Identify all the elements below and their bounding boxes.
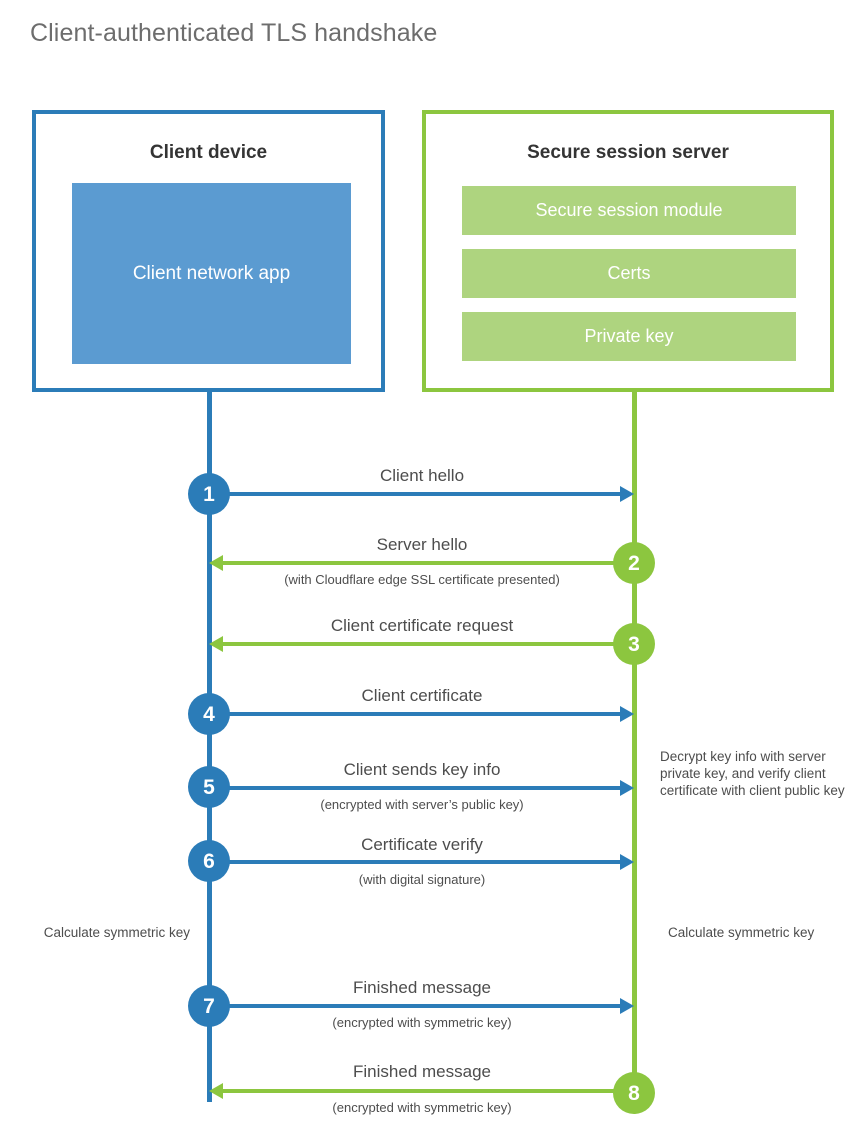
client-device-title: Client device: [149, 142, 268, 163]
step-badge-2[interactable]: 2: [613, 542, 655, 584]
step-badge-8[interactable]: 8: [613, 1072, 655, 1114]
server-component-secure-session-module: Secure session module: [462, 186, 796, 235]
note-calculate-symmetric-key-server: Calculate symmetric key: [668, 925, 815, 940]
step-2-sublabel: (with Cloudflare edge SSL certificate pr…: [284, 572, 560, 587]
step-3-label: Client certificate request: [330, 616, 514, 635]
step-3-arrow: [209, 636, 634, 652]
step-badge-3[interactable]: 3: [613, 623, 655, 665]
step-8-arrow: [209, 1083, 634, 1099]
step-5-arrow: [209, 780, 634, 796]
arrow-head-icon: [620, 780, 634, 796]
step-1-label: Client hello: [379, 466, 465, 485]
arrow-head-icon: [620, 854, 634, 870]
arrow-head-icon: [209, 1083, 223, 1099]
step-2-arrow: [209, 555, 634, 571]
server-component-private-key: Private key: [462, 312, 796, 361]
step-4-label: Client certificate: [361, 686, 483, 705]
step-badge-5[interactable]: 5: [188, 766, 230, 808]
step-4-arrow: [209, 706, 634, 722]
note-decrypt-key-info: Decrypt key info with server private key…: [660, 749, 845, 798]
step-6-label: Certificate verify: [361, 835, 483, 854]
step-badge-7[interactable]: 7: [188, 985, 230, 1027]
step-badge-1[interactable]: 1: [188, 473, 230, 515]
client-device-box: Client device Client network app: [32, 110, 385, 392]
page-title: Client-authenticated TLS handshake: [30, 19, 438, 47]
step-1-arrow: [209, 486, 634, 502]
arrow-head-icon: [209, 555, 223, 571]
step-2-label: Server hello: [376, 535, 468, 554]
step-7-label: Finished message: [353, 978, 491, 997]
arrow-head-icon: [620, 706, 634, 722]
step-6-arrow: [209, 854, 634, 870]
step-7-sublabel: (encrypted with symmetric key): [332, 1015, 512, 1030]
server-component-certs: Certs: [462, 249, 796, 298]
step-8-label: Finished message: [353, 1062, 491, 1081]
step-8-sublabel: (encrypted with symmetric key): [332, 1100, 512, 1115]
step-7-arrow: [209, 998, 634, 1014]
arrow-head-icon: [620, 486, 634, 502]
server-lifeline: [632, 392, 637, 1093]
step-badge-4[interactable]: 4: [188, 693, 230, 735]
secure-session-server-box: Secure session server Secure session mod…: [422, 110, 834, 392]
secure-session-server-title: Secure session server: [527, 142, 729, 163]
client-network-app-block: Client network app: [72, 183, 351, 364]
step-badge-6[interactable]: 6: [188, 840, 230, 882]
step-5-label: Client sends key info: [343, 760, 501, 779]
note-calculate-symmetric-key-client: Calculate symmetric key: [43, 925, 190, 940]
client-lifeline: [207, 392, 212, 1102]
arrow-head-icon: [620, 998, 634, 1014]
arrow-head-icon: [209, 636, 223, 652]
step-5-sublabel: (encrypted with server’s public key): [320, 797, 524, 812]
step-6-sublabel: (with digital signature): [358, 872, 486, 887]
